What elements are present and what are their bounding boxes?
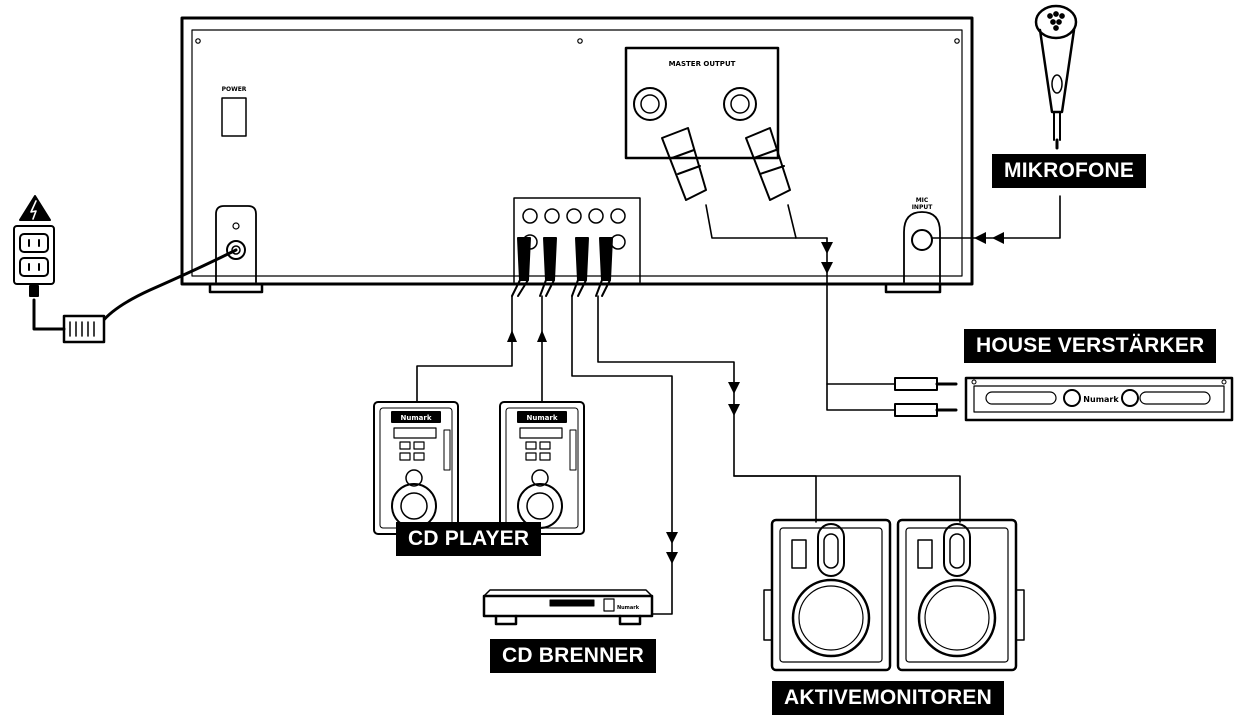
amp-jack-plugs bbox=[894, 377, 958, 417]
power-outlet-icon bbox=[13, 225, 55, 285]
microphone-icon bbox=[1034, 4, 1078, 150]
xlr-plugs bbox=[661, 127, 791, 201]
mixer-rear-panel bbox=[180, 16, 974, 294]
high-voltage-warning-icon bbox=[19, 195, 51, 221]
mic-input-label-line1: MIC bbox=[916, 197, 929, 204]
cd-player-right bbox=[499, 401, 585, 535]
mic-input-label-line2: INPUT bbox=[912, 204, 934, 211]
active-monitors-label: AKTIVEMONITOREN bbox=[772, 681, 1004, 715]
active-monitor-right bbox=[896, 518, 1025, 672]
power-label: POWER bbox=[222, 86, 247, 93]
signal-arrows bbox=[507, 232, 1004, 564]
burner-brand: Numark bbox=[617, 605, 640, 611]
amp-brand: Numark bbox=[1083, 395, 1119, 404]
master-output-label: MASTER OUTPUT bbox=[669, 60, 736, 68]
cd-player-right-brand: Numark bbox=[527, 414, 558, 422]
rca-plugs bbox=[511, 237, 613, 297]
active-monitor-left bbox=[763, 518, 892, 672]
cd-player-label: CD PLAYER bbox=[396, 522, 542, 556]
mikrofone-label: MIKROFONE bbox=[992, 154, 1147, 188]
cd-burner bbox=[482, 589, 654, 626]
cd-player-left-brand: Numark bbox=[401, 414, 432, 422]
power-cord bbox=[29, 248, 238, 344]
cd-burner-label: CD BRENNER bbox=[490, 639, 657, 673]
house-amplifier bbox=[964, 376, 1234, 422]
house-amp-label: HOUSE VERSTÄRKER bbox=[964, 329, 1217, 363]
